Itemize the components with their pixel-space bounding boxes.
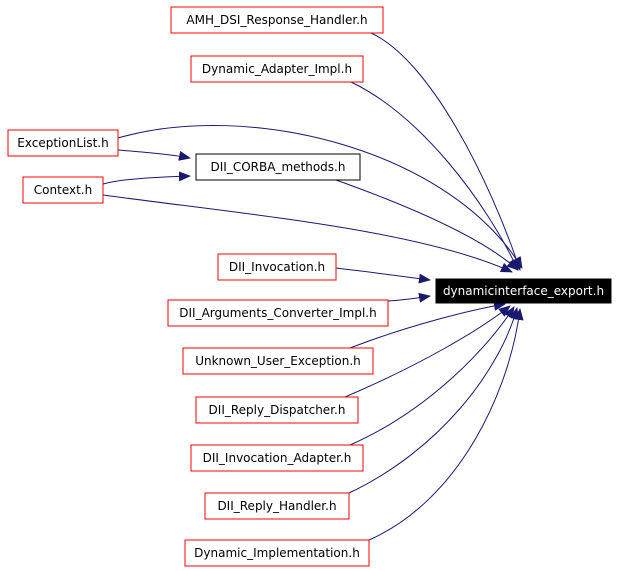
edge-dii_reply_disp-to-dynamicinterface_export [344, 305, 511, 398]
node-amh_dsi[interactable]: AMH_DSI_Response_Handler.h [170, 6, 384, 34]
node-box [435, 278, 612, 304]
node-label: DII_Reply_Handler.h [217, 499, 336, 513]
node-dynamicinterface_export: dynamicinterface_export.h [435, 278, 612, 304]
node-label: dynamicinterface_export.h [443, 284, 604, 298]
node-label: Dynamic_Implementation.h [194, 546, 360, 560]
node-box [217, 253, 337, 281]
node-box [204, 492, 350, 520]
edge-unknown_user-to-dynamicinterface_export [349, 300, 506, 349]
node-label: DII_Arguments_Converter_Impl.h [179, 306, 376, 320]
node-box [182, 347, 374, 375]
node-dyn_adapter[interactable]: Dynamic_Adapter_Impl.h [190, 55, 364, 83]
node-unknown_user[interactable]: Unknown_User_Exception.h [182, 347, 374, 375]
node-label: Context.h [34, 183, 92, 197]
node-label: Unknown_User_Exception.h [195, 354, 361, 368]
node-label: Dynamic_Adapter_Impl.h [202, 62, 352, 76]
node-label: DII_Reply_Dispatcher.h [209, 403, 346, 417]
edge-amh_dsi-to-dynamicinterface_export [370, 32, 522, 271]
node-label: ExceptionList.h [17, 136, 108, 150]
node-label: DII_Invocation_Adapter.h [203, 451, 352, 465]
node-box [22, 176, 104, 204]
edge-dii_inv_adapter-to-dynamicinterface_export [349, 306, 515, 446]
node-box [170, 6, 384, 34]
edges [102, 32, 524, 541]
edge-dii_reply_handler-to-dynamicinterface_export [348, 307, 519, 494]
node-box [184, 539, 370, 567]
node-dii_invocation[interactable]: DII_Invocation.h [217, 253, 337, 281]
edge-context-to-dii_corba [102, 171, 191, 185]
node-box [190, 55, 364, 83]
node-label: AMH_DSI_Response_Handler.h [186, 13, 367, 27]
node-box [167, 299, 389, 327]
edge-dyn_adapter-to-dynamicinterface_export [350, 81, 519, 271]
node-dii_inv_adapter[interactable]: DII_Invocation_Adapter.h [190, 444, 364, 472]
edge-exception_list-to-dii_corba [117, 149, 191, 161]
edge-dii_corba-to-dynamicinterface_export [335, 179, 519, 271]
node-box [195, 396, 359, 424]
node-box [190, 444, 364, 472]
node-label: DII_CORBA_methods.h [211, 160, 346, 174]
node-context[interactable]: Context.h [22, 176, 104, 204]
edge-dii_args-to-dynamicinterface_export [387, 292, 431, 303]
node-label: DII_Invocation.h [229, 260, 325, 274]
node-dii_reply_handler[interactable]: DII_Reply_Handler.h [204, 492, 350, 520]
edge-exception_list-to-dynamicinterface_export [117, 124, 523, 269]
edge-dii_invocation-to-dynamicinterface_export [335, 267, 431, 284]
node-box [195, 153, 361, 181]
node-dii_args[interactable]: DII_Arguments_Converter_Impl.h [167, 299, 389, 327]
edge-context-to-dynamicinterface_export [102, 194, 513, 273]
node-dii_reply_disp[interactable]: DII_Reply_Dispatcher.h [195, 396, 359, 424]
node-exception_list[interactable]: ExceptionList.h [7, 129, 119, 157]
node-dyn_impl[interactable]: Dynamic_Implementation.h [184, 539, 370, 567]
edge-dyn_impl-to-dynamicinterface_export [368, 308, 524, 541]
node-box [7, 129, 119, 157]
node-dii_corba: DII_CORBA_methods.h [195, 153, 361, 181]
